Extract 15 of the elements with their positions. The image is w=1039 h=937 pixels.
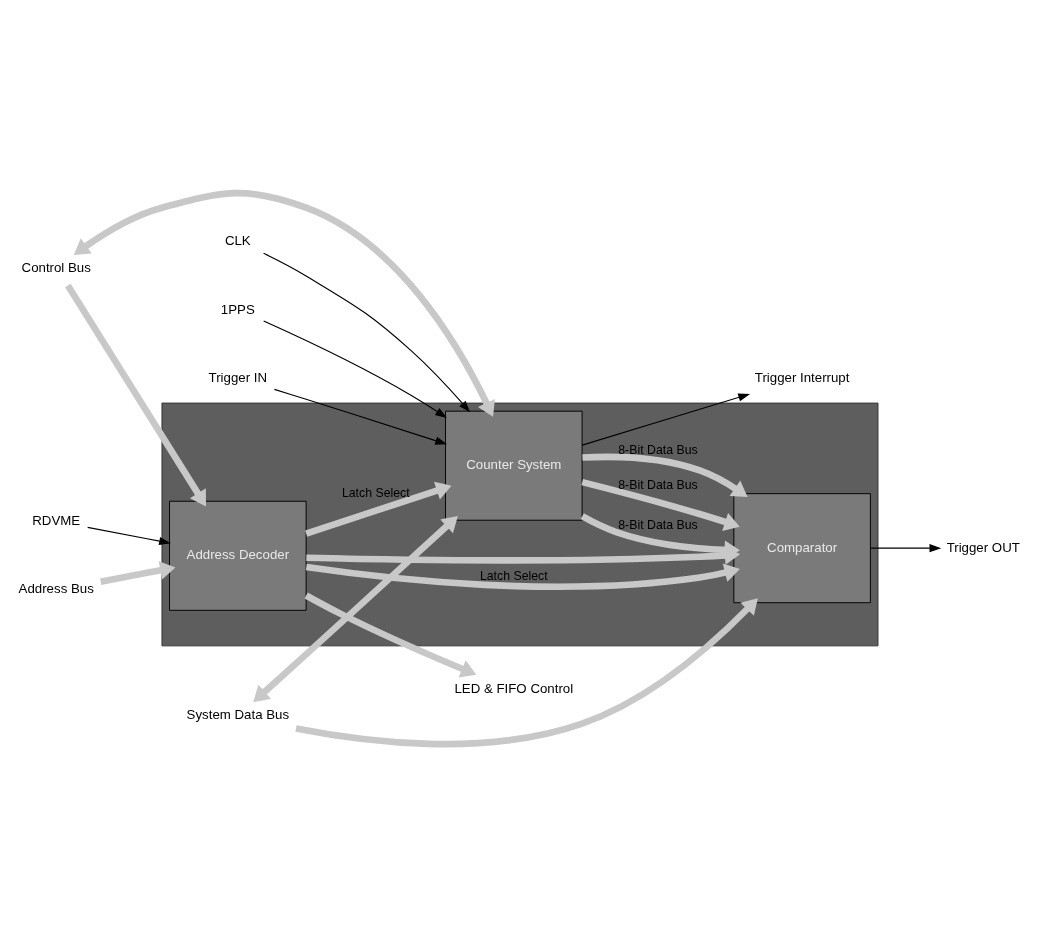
edge-label: Latch Select [341, 486, 410, 501]
node-text: Trigger Interrupt [754, 369, 850, 385]
node-text: 1PPS [220, 301, 255, 317]
node-text: Trigger IN [208, 369, 268, 385]
node-text: Control Bus [21, 259, 91, 275]
node-text: RDVME [32, 513, 81, 529]
edge-label: 8-Bit Data Bus [618, 442, 698, 457]
edge-label: 8-Bit Data Bus [618, 517, 698, 532]
edge-label: Latch Select [479, 568, 548, 583]
node-text: Address Bus [18, 581, 94, 597]
node-text: LED & FIFO Control [454, 681, 574, 696]
node-text: System Data Bus [186, 706, 290, 722]
node-text: CLK [224, 233, 251, 249]
node-text: Trigger OUT [946, 539, 1020, 555]
edge-label: 8-Bit Data Bus [618, 477, 698, 492]
